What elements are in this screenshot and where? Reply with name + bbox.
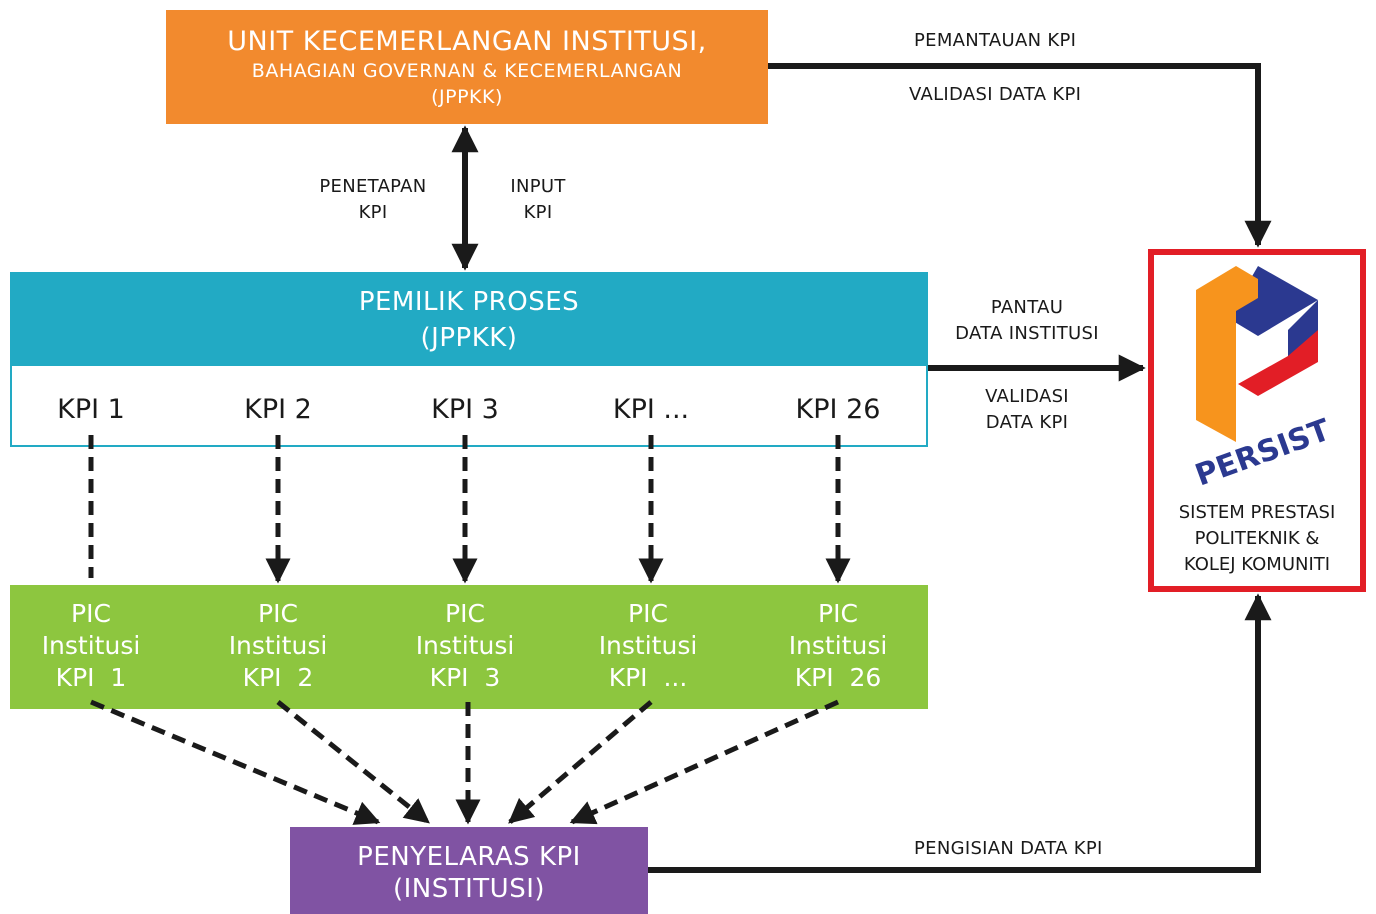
persist-caption-2: POLITEKNIK &: [1194, 528, 1320, 549]
label-validasi-data-kpi-top: VALIDASI DATA KPI: [909, 84, 1082, 105]
label-input-2: KPI: [523, 202, 553, 223]
pic-item-2: PIC Institusi KPI 2: [198, 598, 358, 694]
label-pantau-1: PANTAU: [990, 297, 1064, 318]
kpi-row: [10, 366, 928, 447]
dashed-pic4-sync: [508, 700, 653, 824]
label-pengisian-data-kpi: PENGISIAN DATA KPI: [914, 838, 1103, 859]
arrow-pengisian-to-persist: [648, 593, 1272, 873]
pic-item-3-l2: Institusi: [415, 631, 515, 660]
kpi-label-1: KPI 1: [57, 394, 125, 425]
pic-item-2-l3: KPI 2: [242, 663, 314, 692]
owner-box-line1: PEMILIK PROSES: [358, 287, 580, 317]
pic-item-1-l3: KPI 1: [55, 663, 127, 692]
top-box-line1: UNIT KECEMERLANGAN INSTITUSI,: [227, 26, 707, 57]
label-pemantauan-kpi: PEMANTAUAN KPI: [914, 30, 1077, 51]
pic-item-1-l1: PIC: [71, 599, 111, 628]
pic-item-2-l2: Institusi: [228, 631, 328, 660]
penyelaras-kpi-box: PENYELARAS KPI (INSTITUSI): [290, 827, 648, 914]
persist-caption-3: KOLEJ KOMUNITI: [1183, 554, 1331, 575]
pic-item-3: PIC Institusi KPI 3: [385, 598, 545, 694]
owner-box-line2: (JPPKK): [420, 323, 518, 353]
unit-kecemerlangan-box: UNIT KECEMERLANGAN INSTITUSI, BAHAGIAN G…: [166, 10, 768, 124]
persist-caption: SISTEM PRESTASI POLITEKNIK & KOLEJ KOMUN…: [1148, 500, 1366, 578]
dashed-pic2-sync: [276, 700, 430, 824]
pic-item-2-l1: PIC: [258, 599, 298, 628]
pic-item-1-l2: Institusi: [41, 631, 141, 660]
pic-item-3-l1: PIC: [445, 599, 485, 628]
kpi-label-2: KPI 2: [244, 394, 312, 425]
dashed-pic5-sync: [569, 699, 840, 825]
pemilik-proses-box: PEMILIK PROSES (JPPKK): [10, 272, 928, 366]
top-box-line3: (JPPKK): [431, 86, 503, 108]
top-box-line2: BAHAGIAN GOVERNAN & KECEMERLANGAN: [251, 60, 683, 82]
pic-item-5-l1: PIC: [818, 599, 858, 628]
pic-item-4-l3: KPI ...: [608, 663, 688, 692]
pic-item-1: PIC Institusi KPI 1: [11, 598, 171, 694]
pic-item-4-l2: Institusi: [598, 631, 698, 660]
sync-box-line1: PENYELARAS KPI: [357, 842, 581, 872]
dashed-pic1-sync: [90, 699, 381, 825]
pic-item-5-l3: KPI 26: [794, 663, 882, 692]
label-validasi-mid-1: VALIDASI: [985, 386, 1069, 407]
label-penetapan-2: KPI: [358, 202, 388, 223]
label-input-kpi: INPUT KPI: [497, 174, 579, 226]
kpi-label-3: KPI 3: [431, 394, 499, 425]
sync-box-line2: (INSTITUSI): [392, 874, 546, 904]
persist-logo: PERSIST: [1191, 266, 1335, 494]
pic-item-3-l3: KPI 3: [429, 663, 501, 692]
pic-item-5: PIC Institusi KPI 26: [758, 598, 918, 694]
kpi-label-4: KPI ...: [612, 394, 690, 425]
arrow-pemantauan-to-persist: [768, 63, 1272, 248]
pic-item-5-l2: Institusi: [788, 631, 888, 660]
pic-item-4: PIC Institusi KPI ...: [568, 598, 728, 694]
pic-institusi-box: [10, 585, 928, 709]
label-penetapan-kpi: PENETAPAN KPI: [306, 174, 440, 226]
pic-item-4-l1: PIC: [628, 599, 668, 628]
label-input-1: INPUT: [510, 176, 566, 197]
kpi-label-5: KPI 26: [795, 394, 881, 425]
persist-caption-1: SISTEM PRESTASI: [1178, 502, 1336, 523]
label-validasi-data-kpi-mid: VALIDASI DATA KPI: [960, 384, 1094, 436]
label-validasi-mid-2: DATA KPI: [985, 412, 1069, 433]
label-penetapan-1: PENETAPAN: [319, 176, 427, 197]
label-pantau-data-institusi: PANTAU DATA INSTITUSI: [940, 295, 1114, 347]
label-pantau-2: DATA INSTITUSI: [955, 323, 1099, 344]
